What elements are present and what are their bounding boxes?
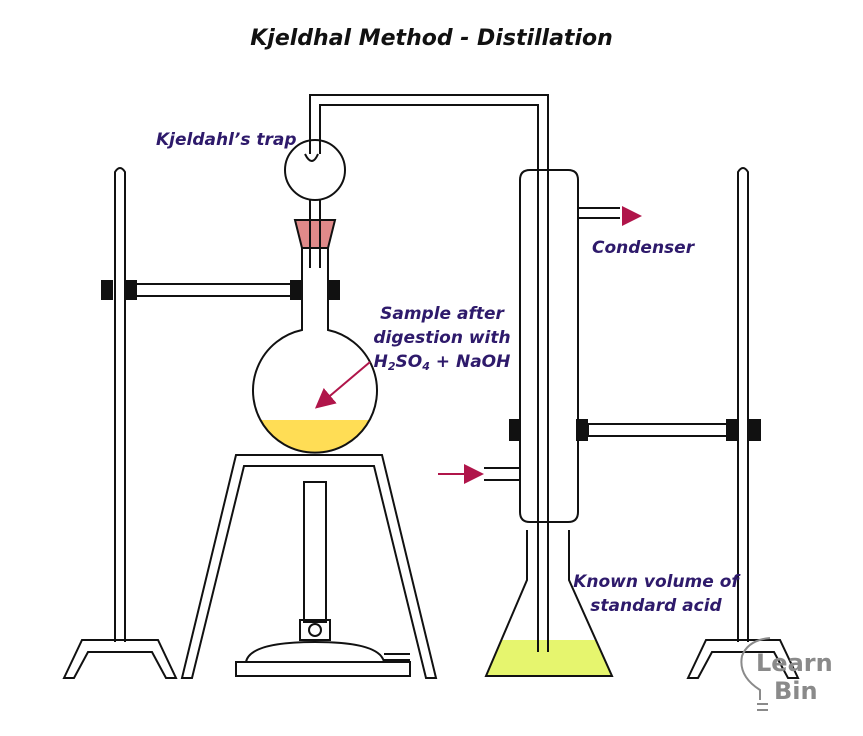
trap-stem — [309, 200, 321, 268]
bunsen-burner — [235, 481, 411, 677]
right-stand-base — [686, 639, 800, 679]
label-sample-line1: Sample after — [380, 304, 504, 324]
left-stand-rod — [114, 167, 126, 642]
logo-line1: Learn — [756, 649, 833, 677]
condenser-clamp-block-1 — [509, 419, 521, 441]
label-acid-line2: standard acid — [590, 596, 722, 616]
burner-air-hole — [308, 623, 322, 637]
condenser-jacket — [519, 169, 579, 523]
right-clamp-block-2 — [749, 419, 761, 441]
burner-gas-inlet — [384, 653, 410, 661]
label-acid-line1: Known volume of — [573, 572, 739, 592]
sample-pointer-arrow — [314, 361, 371, 409]
burner-tube — [303, 481, 327, 623]
right-retort-stand — [587, 167, 800, 679]
left-stand-base — [62, 639, 178, 679]
liebig-condenser — [484, 169, 620, 523]
rubber-stopper — [293, 219, 337, 249]
logo-line2: Bin — [774, 677, 818, 705]
label-condenser: Condenser — [592, 238, 695, 258]
trap-bulb — [284, 139, 346, 201]
learnbin-logo: Learn Bin — [736, 648, 846, 718]
burner-base — [235, 661, 411, 677]
left-clamp-bar — [132, 283, 294, 297]
delivery-tube — [304, 94, 549, 640]
left-retort-stand — [62, 167, 178, 679]
tripod-stand — [180, 454, 438, 679]
left-clamp — [132, 283, 294, 297]
label-sample-line3: H2SO4 + NaOH — [373, 352, 511, 373]
left-clamp-block-4 — [328, 280, 340, 300]
condenser-clamp-block-2 — [576, 419, 588, 441]
conical-flask — [484, 530, 614, 677]
label-sample: Sample after digestion with H2SO4 + NaOH — [362, 302, 522, 379]
learnbin-logo-icon — [740, 637, 771, 711]
condenser-water-inlet — [484, 467, 520, 481]
burner-collar — [299, 619, 331, 641]
right-stand-rod — [737, 167, 749, 642]
round-bottom-flask — [252, 247, 378, 454]
diagram-title: Kjeldhal Method - Distillation — [250, 26, 613, 51]
delivery-tube-end — [537, 640, 549, 652]
right-clamp-block-1 — [726, 419, 738, 441]
left-clamp-block-1 — [101, 280, 113, 300]
label-sample-line2: digestion with — [373, 328, 511, 348]
right-clamp-bar — [587, 423, 729, 437]
label-standard-acid: Known volume of standard acid — [566, 570, 746, 618]
condenser-water-outlet — [578, 207, 620, 219]
burner-base-dome — [244, 640, 386, 663]
left-clamp-block-2 — [125, 280, 137, 300]
kjeldahl-trap — [284, 94, 549, 640]
left-clamp-block-3 — [290, 280, 302, 300]
label-kjeldahl-trap: Kjeldahl’s trap — [156, 130, 297, 150]
